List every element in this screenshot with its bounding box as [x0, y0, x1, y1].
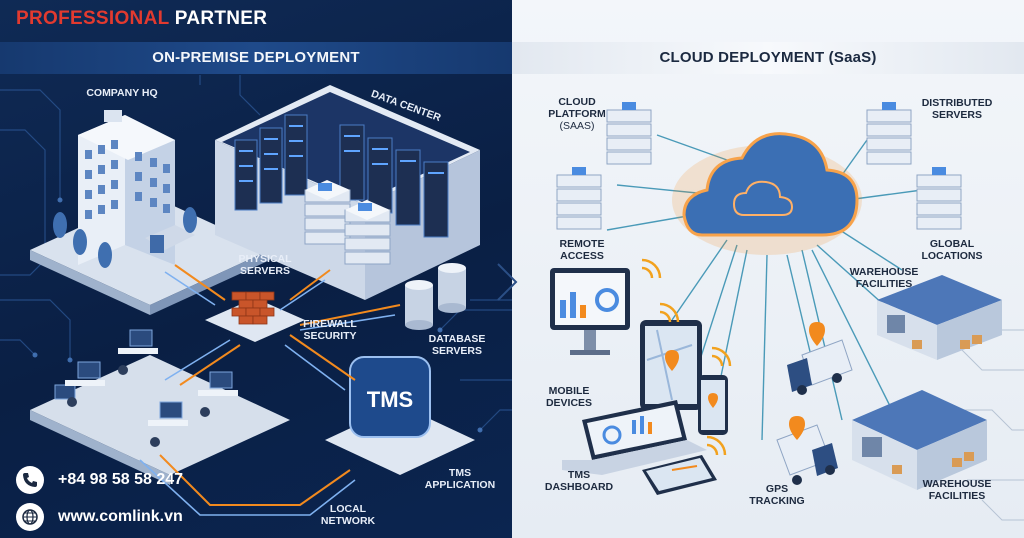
mobile-devices-line1: MOBILE	[548, 385, 590, 397]
globe-icon	[16, 503, 44, 531]
brand-title: PROFESSIONAL PARTNER	[16, 8, 267, 30]
physical-servers-label: PHYSICAL SERVERS	[215, 253, 315, 277]
mobile-devices-label: MOBILE DEVICES	[534, 385, 604, 409]
company-hq-building	[78, 110, 195, 265]
database-servers-label: DATABASE SERVERS	[412, 333, 502, 357]
laptop-dashboard-icon	[562, 400, 707, 475]
cloud-platform-line3: (SaaS)	[559, 120, 595, 132]
global-locations-label: GLOBAL LOCATIONS	[907, 238, 997, 262]
warehouse-bottom-label: WAREHOUSE FACILITIES	[907, 478, 1007, 502]
cloud-platform-line1: CLOUD	[558, 96, 596, 108]
tms-logo-text: TMS	[367, 387, 413, 412]
gps-truck-icon	[776, 416, 838, 485]
tms-dashboard-label: TMS DASHBOARD	[534, 469, 624, 493]
contact-phone[interactable]: +84 98 58 58 247	[16, 466, 183, 494]
tms-application-line2: APPLICATION	[424, 479, 496, 491]
database-servers-line2: SERVERS	[432, 345, 482, 357]
blue-flow-arrows	[139, 271, 396, 516]
distributed-server-stack	[866, 102, 912, 165]
orange-flow-arrows	[159, 264, 401, 506]
firewall-label: FIREWALL SECURITY	[285, 318, 375, 342]
cloud-platform-icon	[672, 132, 862, 255]
gps-tracking-line1: GPS	[765, 483, 789, 495]
firewall-line1: FIREWALL	[303, 318, 357, 330]
physical-servers-line1: PHYSICAL	[238, 253, 292, 265]
server-racks	[234, 114, 449, 238]
cloud-server-stack	[606, 102, 652, 165]
cloud-platform-line2: PLATFORM	[548, 108, 606, 120]
distributed-servers-line2: SERVERS	[932, 109, 982, 121]
remote-access-line2: ACCESS	[560, 250, 604, 262]
global-location-server-stack	[916, 167, 962, 230]
smartphone-icon	[698, 375, 728, 435]
tms-dashboard-line2: DASHBOARD	[544, 481, 614, 493]
tms-dashboard-line1: TMS	[567, 469, 591, 481]
desktop-monitor-icon	[550, 268, 630, 355]
warehouse-bottom-line2: FACILITIES	[928, 490, 986, 502]
warehouse-top-label: WAREHOUSE FACILITIES	[834, 266, 934, 290]
warehouse-bottom-line1: WAREHOUSE	[922, 478, 992, 490]
divider-chevron-icon	[497, 263, 518, 301]
cloud-connection-lines	[606, 134, 923, 441]
remote-access-line1: REMOTE	[559, 238, 605, 250]
company-hq-label: COMPANY HQ	[86, 87, 158, 99]
website-url[interactable]: www.comlink.vn	[58, 508, 183, 525]
tms-application-icon: TMS	[349, 356, 431, 438]
database-servers-line1: DATABASE	[428, 333, 486, 345]
warehouse-bottom-icon	[852, 390, 987, 490]
phone-map-icon	[642, 455, 717, 495]
on-premise-panel: ON-PREMISE DEPLOYMENT	[0, 0, 512, 538]
physical-servers-stack	[304, 180, 391, 265]
distributed-servers-label: DISTRIBUTED SERVERS	[907, 97, 1007, 121]
warehouse-top-icon	[877, 275, 1002, 360]
distributed-servers-line1: DISTRIBUTED	[921, 97, 993, 109]
delivery-truck-icon	[787, 322, 853, 395]
warehouse-top-line2: FACILITIES	[855, 278, 913, 290]
wifi-signal-icons	[641, 258, 732, 456]
mobile-devices-line2: DEVICES	[545, 397, 593, 409]
brand-word-professional: PROFESSIONAL	[16, 8, 170, 29]
database-servers-icon	[405, 263, 466, 330]
warehouse-top-line1: WAREHOUSE	[849, 266, 919, 278]
gps-tracking-label: GPS TRACKING	[737, 483, 817, 507]
local-network-line2: NETWORK	[320, 515, 376, 527]
local-network-label: LOCAL NETWORK	[298, 503, 398, 527]
gps-tracking-line2: TRACKING	[749, 495, 805, 507]
cloud-header: CLOUD DEPLOYMENT (SaaS)	[512, 42, 1024, 74]
tms-application-label: TMS APPLICATION	[410, 467, 510, 491]
firewall-icon	[205, 291, 305, 342]
physical-servers-line2: SERVERS	[240, 265, 290, 277]
tablet-icon	[640, 320, 702, 410]
tree-icon	[53, 212, 67, 238]
global-locations-line1: GLOBAL	[929, 238, 975, 250]
firewall-line2: SECURITY	[303, 330, 357, 342]
remote-access-server-stack	[556, 167, 602, 230]
cloud-platform-label: CLOUD PLATFORM (SaaS)	[537, 96, 617, 132]
workstations	[54, 329, 238, 447]
cloud-panel: CLOUD DEPLOYMENT (SaaS)	[512, 0, 1024, 538]
on-premise-illustration: TMS	[30, 85, 480, 516]
phone-number[interactable]: +84 98 58 58 247	[58, 471, 184, 488]
cloud-illustration	[550, 102, 1024, 521]
remote-access-label: REMOTE ACCESS	[542, 238, 622, 262]
on-premise-header: ON-PREMISE DEPLOYMENT	[0, 42, 512, 74]
tms-application-line1: TMS	[448, 467, 472, 479]
brand-word-partner: PARTNER	[174, 8, 268, 29]
contact-website[interactable]: www.comlink.vn	[16, 503, 183, 531]
local-network-line1: LOCAL	[329, 503, 367, 515]
global-locations-line2: LOCATIONS	[921, 250, 983, 262]
phone-icon	[16, 466, 44, 494]
